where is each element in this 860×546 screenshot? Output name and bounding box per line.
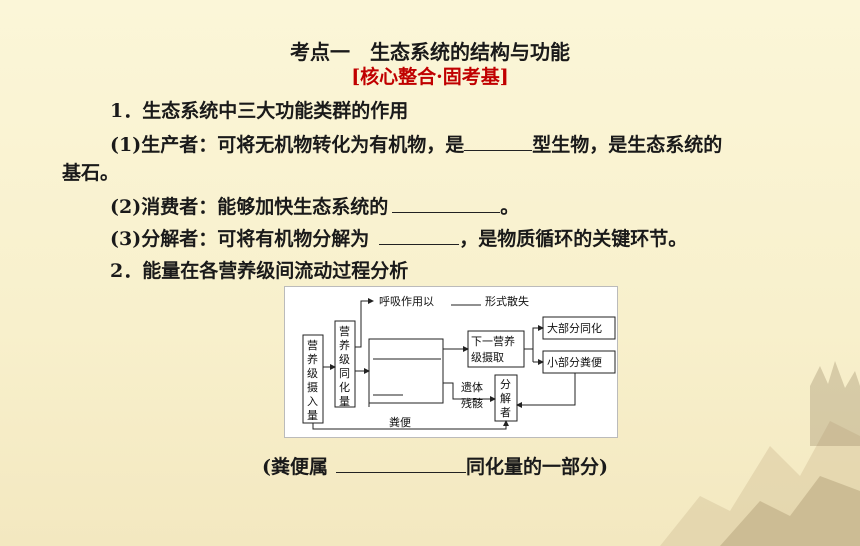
page-title: 考点一 生态系统的结构与功能: [290, 40, 570, 64]
energy-flow-diagram: 营 养 级 摄 入 量 营 养 级 同 化 量 呼吸作用以 形式散失 下一营养 …: [284, 286, 618, 438]
decomposer-char3: 者: [500, 406, 511, 419]
remains-line2: 残骸: [461, 396, 483, 410]
remains-line1: 遗体: [461, 380, 483, 394]
respiration-text-b: 形式散失: [485, 294, 529, 308]
decomposer-blank[interactable]: [379, 226, 460, 245]
svg-text:养: 养: [307, 352, 318, 366]
producer-blank[interactable]: [464, 132, 533, 151]
middle-box: [368, 338, 444, 404]
consumer-line: (2)消费者：能够加快生态系统的 。: [110, 192, 519, 219]
svg-text:营: 营: [307, 338, 318, 352]
section2-heading: 2．能量在各营养级间流动过程分析: [110, 260, 409, 282]
svg-text:化: 化: [339, 380, 350, 394]
svg-text:同: 同: [339, 367, 350, 380]
svg-text:级: 级: [339, 353, 350, 366]
small-feces-text: 小部分粪便: [547, 355, 602, 369]
decomposer-char2: 解: [500, 391, 511, 405]
next-level-line2: 级摄取: [471, 350, 504, 364]
assimilation-label: 营 养 级 同 化 量: [339, 324, 350, 408]
decomposer-text-a: (3)分解者：可将有机物分解为: [110, 228, 370, 250]
landscape-decoration: [660, 361, 860, 546]
decomposer-text-b: ，是物质循环的关键环节。: [459, 228, 688, 250]
svg-text:级: 级: [307, 367, 318, 380]
feces-text: 粪便: [389, 415, 411, 429]
svg-text:量: 量: [307, 409, 318, 422]
svg-text:养: 养: [339, 338, 350, 352]
consumer-text-b: 。: [500, 196, 520, 218]
svg-text:营: 营: [339, 324, 350, 338]
svg-text:摄: 摄: [307, 380, 318, 394]
intake-label: 营 养 级 摄 入 量: [307, 338, 318, 422]
next-level-line1: 下一营养: [471, 334, 515, 348]
caption-text-a: (粪便属: [262, 456, 328, 478]
section1-heading: 1．生态系统中三大功能类群的作用: [110, 100, 409, 122]
producer-line: (1)生产者：可将无机物转化为有机物，是 型生物，是生态系统的: [110, 130, 722, 157]
svg-text:量: 量: [339, 395, 350, 408]
respiration-text-a: 呼吸作用以: [379, 295, 434, 308]
svg-text:入: 入: [307, 395, 318, 408]
producer-text-a: (1)生产者：可将无机物转化为有机物，是: [110, 134, 465, 156]
decomposer-line: (3)分解者：可将有机物分解为 ，是物质循环的关键环节。: [110, 224, 687, 251]
producer-text-c: 基石。: [62, 162, 120, 184]
producer-text-b: 型生物，是生态系统的: [532, 134, 723, 156]
consumer-text-a: (2)消费者：能够加快生态系统的: [110, 196, 389, 218]
caption-line: (粪便属 同化量的一部分): [262, 452, 608, 479]
consumer-blank[interactable]: [392, 194, 501, 213]
page-subtitle: [核心整合·固考基]: [351, 66, 509, 88]
caption-text-b: 同化量的一部分): [466, 456, 608, 478]
most-assimilated-text: 大部分同化: [547, 321, 602, 335]
decomposer-char1: 分: [500, 378, 511, 391]
caption-blank[interactable]: [336, 454, 466, 473]
